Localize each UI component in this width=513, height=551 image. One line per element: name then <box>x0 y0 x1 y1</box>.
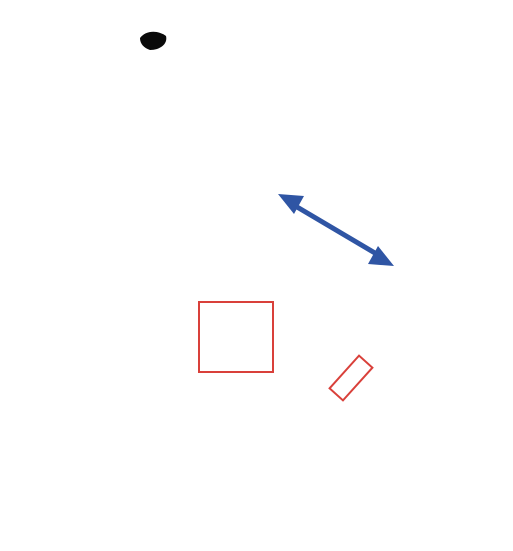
wave-arc <box>252 312 264 392</box>
person-outline <box>12 19 464 551</box>
wave-arc <box>274 290 304 380</box>
hair-band <box>140 32 166 50</box>
torso-side <box>233 400 247 551</box>
hand <box>375 258 463 362</box>
finger <box>394 282 432 292</box>
shoulder-line <box>272 268 334 296</box>
nose <box>266 146 276 162</box>
lips <box>265 172 268 184</box>
head-back <box>80 50 163 228</box>
forearm-lower <box>238 362 420 516</box>
ponytail-strand <box>104 52 132 150</box>
marker-forearm <box>330 356 373 401</box>
ponytail <box>54 19 148 190</box>
marker-upper-back <box>199 302 273 372</box>
ear <box>158 135 182 165</box>
wave-arc <box>290 274 326 360</box>
wave-arc <box>242 322 248 390</box>
upper-arm-outer <box>334 296 356 356</box>
thumb <box>388 312 428 325</box>
back-outline <box>12 228 80 551</box>
head-outline <box>164 35 277 221</box>
ponytail-strand <box>80 60 118 172</box>
wave-arc <box>306 262 346 340</box>
forearm-upper <box>356 306 376 356</box>
finger <box>430 300 444 340</box>
neck-back <box>132 188 190 222</box>
shoulder-blade <box>96 340 112 551</box>
wave-arc <box>322 252 362 318</box>
finger <box>404 320 424 352</box>
finger <box>398 296 440 303</box>
double-headed-arrow <box>278 194 394 266</box>
chin-neck <box>218 220 272 268</box>
mouthpiece-tube <box>416 259 513 284</box>
